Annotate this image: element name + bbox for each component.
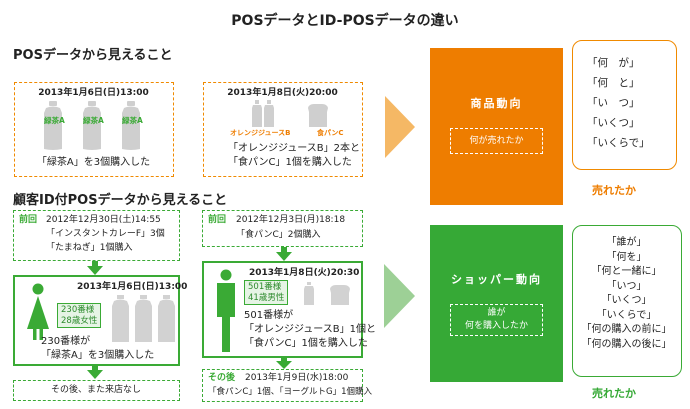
bread-label: 食パンC [317,129,344,137]
customer-id: 230番様 [61,305,95,315]
customer-profile: 28歳女性 [61,315,98,326]
after-items: 「食パンC」1個、「ヨーグルトG」1個購入 [208,387,373,397]
question-item: 「い つ」 [587,97,640,109]
customer-profile: 41歳男性 [248,292,285,303]
visit-description: 「緑茶A」を3個購入した [41,350,155,361]
question-item: 「いくらで」 [587,137,650,149]
question-item: 「誰が」 [606,237,647,248]
arrow-down-icon [87,366,103,379]
after-date: 2013年1月9日(水)18:00 [245,373,349,383]
idpos-heading: 顧客ID付POSデータから見えること [13,193,228,208]
female-customer-icon [27,283,49,340]
receipt-caption-line-2: 「食パンC」1個を購入した [228,157,352,168]
question-item: 「何 と」 [587,77,640,89]
after-tag: その後 [208,373,236,383]
arrow-down-icon [276,247,292,261]
juice-and-bread-icons [252,100,328,127]
visit-description: 「オレンジジュースB」1個と [244,324,377,335]
product-questions-bubble: 「何 が」 「何 と」 「い つ」 「いくつ」 「いくらで」 [572,40,677,170]
previous-item: 「食パンC」2個購入 [236,230,321,240]
panel-subtitle: 誰が 何を購入したか [450,304,543,336]
question-item: 「いくらで」 [596,309,657,321]
right-main-visit: 2013年1月8日(火)20:30 501番様 41歳男性 501番様が 「オレ… [202,261,376,358]
question-item: 「何と一緒に」 [591,266,662,277]
right-previous-visit: 前回 2012年12月3日(月)18:18 「食パンC」2個購入 [202,210,363,247]
previous-item: 「インスタントカレーF」3個 [46,229,165,239]
customer-id-tag: 501番様 41歳男性 [244,280,289,305]
receipt-caption-line-1: 「オレンジジュースB」2本と [228,143,361,154]
bottles-icon [112,295,175,342]
panel-subtitle-line: 誰が [487,308,506,318]
question-item: 「何 が」 [587,57,640,69]
after-visit-text: その後、また来店なし [50,385,141,395]
page-title: POSデータとID-POSデータの違い [231,13,459,29]
panel-subtitle-line: 何を購入したか [464,321,528,331]
pos-receipt-box-2: 2013年1月8日(火)20:00 オレンジジュースB 食パンC 「オレンジジュ… [203,82,363,177]
green-tea-bottles [44,101,140,150]
customer-id-tag: 230番様 28歳女性 [57,303,102,328]
panel-title: ショッパー動向 [451,273,542,286]
previous-item: 「たまねぎ」1個購入 [46,243,133,253]
visit-description: 230番様が [41,336,91,347]
receipt-date: 2013年1月8日(火)20:00 [227,88,338,98]
left-after-visit: その後、また来店なし [13,380,180,401]
juice-label: オレンジジュースB [230,129,291,137]
juice-and-bread-icons [304,282,350,305]
male-customer-icon [217,269,235,352]
shopper-result: 売れたか [592,387,636,400]
previous-date: 2012年12月3日(月)18:18 [236,215,346,225]
question-item: 「何の購入の前に」 [581,324,672,335]
visit-date: 2013年1月6日(日)13:00 [77,282,188,292]
left-previous-visit: 前回 2012年12月30日(土)14:55 「インスタントカレーF」3個 「た… [13,210,180,261]
pos-receipt-box-1: 2013年1月6日(日)13:00 緑茶A 緑茶A 緑茶A 「緑茶A」を3個購入… [14,82,174,177]
shopper-questions-bubble: 「誰が」 「何を」 「何と一緒に」 「いつ」 「いくつ」 「いくらで」 「何の購… [572,225,682,377]
question-item: 「何の購入の後に」 [581,338,672,350]
bottle-label: 緑茶A [122,116,143,125]
panel-subtitle: 何が売れたか [450,128,543,154]
left-main-visit: 2013年1月6日(日)13:00 230番様 28歳女性 230番様が 「緑茶… [13,275,187,366]
arrow-right-green [384,264,415,328]
arrow-right-orange [385,96,415,158]
shopper-trend-panel: ショッパー動向 誰が 何を購入したか [430,225,563,382]
previous-tag: 前回 [19,215,38,225]
question-item: 「いくつ」 [587,117,640,129]
visit-description: 501番様が [244,310,294,321]
receipt-date: 2013年1月6日(日)13:00 [38,88,149,98]
customer-id: 501番様 [248,282,282,292]
right-after-visit: その後 2013年1月9日(水)18:00 「食パンC」1個、「ヨーグルトG」1… [202,369,372,402]
arrow-down-icon [87,261,103,275]
question-item: 「何を」 [606,251,647,263]
question-item: 「いつ」 [606,280,647,292]
bottle-label: 緑茶A [44,116,65,125]
question-item: 「いくつ」 [601,295,652,306]
pos-heading: POSデータから見えること [13,48,173,63]
previous-tag: 前回 [208,215,227,225]
panel-title: 商品動向 [470,97,523,110]
receipt-caption: 「緑茶A」を3個購入した [36,157,151,168]
bottle-label: 緑茶A [83,116,104,125]
product-trend-panel: 商品動向 何が売れたか [430,48,563,205]
product-result: 売れたか [592,184,636,197]
visit-description: 「食パンC」1個を購入した [244,338,368,349]
visit-date: 2013年1月8日(火)20:30 [249,268,360,278]
arrow-down-icon [276,358,292,369]
previous-date: 2012年12月30日(土)14:55 [46,215,161,225]
